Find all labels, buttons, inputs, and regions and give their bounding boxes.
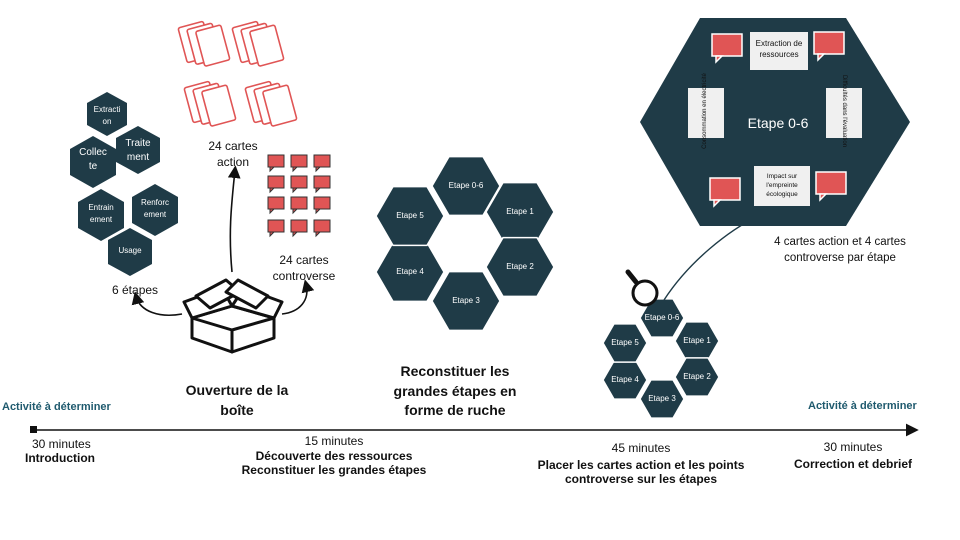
activity-left: Activité à déterminer — [2, 401, 111, 413]
timeline-duration: 30 minutes — [32, 437, 91, 451]
big-hex-card-left-text: Consommation en électricité — [702, 73, 708, 149]
action-cards-label: 24 cartes action — [208, 139, 258, 170]
small-hex-label-traitement: Traite ment — [125, 138, 151, 163]
box-icon — [182, 278, 284, 354]
controversy-cards — [267, 154, 331, 238]
speech-bubble-icon — [815, 171, 847, 202]
big-hex-title: Etape 0-6 — [747, 115, 809, 131]
six-steps-label: 6 étapes — [112, 283, 159, 297]
speech-bubble-icon — [813, 31, 845, 62]
hive-cell-label: Etape 3 — [452, 295, 480, 305]
timeline-desc: controverse sur les étapes — [564, 472, 718, 486]
hive-cell — [431, 155, 501, 217]
timeline-desc: Reconstituer les grandes étapes — [241, 463, 427, 477]
speech-bubble-icon — [267, 154, 285, 173]
speech-bubble-icon — [290, 175, 308, 194]
small-hex-collecte — [70, 136, 116, 188]
central-hive — [375, 155, 555, 332]
card-icon — [244, 80, 298, 127]
timeline-desc: Découverte des ressources — [255, 449, 413, 463]
timeline-start — [30, 426, 37, 433]
small-hex-renforcement — [132, 184, 178, 236]
timeline-duration: 45 minutes — [611, 441, 671, 455]
small-hex-label-renforcement: Renforc ement — [140, 198, 169, 219]
speech-bubble-icon — [709, 177, 741, 208]
big-hex-card-right — [826, 88, 862, 138]
hive-cell-label: Etape 2 — [506, 261, 534, 271]
hive-cell — [602, 323, 648, 363]
big-hex-card-left — [688, 88, 724, 138]
hive-cell-label: Etape 1 — [506, 206, 534, 216]
hive-cell-label: Etape 1 — [683, 335, 711, 345]
hive-cell-label: Etape 2 — [683, 371, 711, 381]
speech-bubble-icon — [313, 154, 331, 173]
timeline-desc: Placer les cartes action et les points — [537, 458, 745, 472]
card-icon — [177, 20, 231, 67]
speech-bubble-icon — [313, 175, 331, 194]
big-hex-card-top — [750, 32, 808, 70]
big-hex-bubbles — [709, 31, 847, 208]
timeline-item-4: 30 minutes Correction et debrief — [778, 440, 928, 471]
speech-bubble-icon — [290, 196, 308, 215]
big-hex-card-bottom-text: Impact sur l'empreinte écologique — [766, 173, 798, 199]
action-cards — [177, 20, 298, 127]
small-hex-cluster — [70, 92, 178, 276]
arrow-to-action-cards — [227, 165, 241, 273]
hive-cell-label: Etape 4 — [396, 266, 424, 276]
small-hex-entrainement — [78, 189, 124, 241]
timeline-desc: Introduction — [25, 451, 95, 465]
speech-bubble-icon — [290, 219, 308, 238]
hive-cell-label: Etape 5 — [611, 337, 639, 347]
timeline-item-3: 45 minutes Placer les cartes action et l… — [516, 441, 766, 486]
hive-cell-label: Etape 4 — [611, 374, 639, 384]
arrow-to-big-hex — [663, 214, 762, 301]
title-box: Ouverture de la boîte — [185, 382, 289, 418]
arrow-to-controversy — [281, 279, 315, 315]
small-hex-label-usage: Usage — [118, 246, 142, 255]
hive-cell — [375, 185, 445, 247]
card-icon — [231, 20, 285, 67]
hive-cell — [639, 298, 685, 338]
arrow-to-steps — [131, 291, 183, 316]
hive-cell — [485, 236, 555, 298]
speech-bubble-icon — [290, 154, 308, 173]
hive-cell — [674, 357, 720, 397]
controversy-cards-label: 24 cartes controverse — [272, 253, 336, 284]
activity-right: Activité à déterminer — [808, 400, 917, 412]
speech-bubble-icon — [267, 175, 285, 194]
small-hex-traitement — [116, 126, 160, 174]
timeline-desc: Correction et debrief — [793, 457, 913, 471]
timeline-item-2: 15 minutes Découverte des ressources Rec… — [214, 434, 454, 477]
small-hex-usage — [108, 228, 152, 276]
title-hive: Reconstituer les grandes étapes en forme… — [393, 363, 517, 419]
card-icon — [183, 80, 237, 127]
hive-cell-label: Etape 5 — [396, 210, 424, 220]
big-hex-card-top-text: Extraction de ressources — [755, 39, 803, 60]
per-step-note: 4 cartes action et 4 cartes controverse … — [774, 236, 906, 265]
speech-bubble-icon — [711, 33, 743, 64]
small-hex-label-collecte: Collec te — [79, 147, 107, 172]
speech-bubble-icon — [267, 196, 285, 215]
hive-cell — [431, 270, 501, 332]
hive-cell-label: Etape 0-6 — [644, 312, 680, 322]
speech-bubble-icon — [313, 196, 331, 215]
timeline-item-1: 30 minutes Introduction — [20, 437, 110, 465]
big-hex-card-right-text: Difficultés dans l'évaluation — [841, 74, 847, 148]
big-hex-card-bottom — [754, 166, 810, 206]
small-hex-label-entrainement: Entrain ement — [88, 203, 114, 224]
small-hex-extraction — [87, 92, 127, 136]
hive-cell-label: Etape 0-6 — [448, 180, 484, 190]
timeline-duration: 30 minutes — [823, 440, 883, 454]
hive-cell — [639, 379, 685, 419]
speech-bubble-icon — [267, 219, 285, 238]
hive-cell-label: Etape 3 — [648, 393, 676, 403]
magnifier-icon — [625, 269, 659, 307]
timeline-duration: 15 minutes — [304, 434, 364, 448]
small-hive — [602, 298, 720, 419]
small-hex-label-extraction: Extracti on — [93, 105, 121, 126]
speech-bubble-icon — [313, 219, 331, 238]
